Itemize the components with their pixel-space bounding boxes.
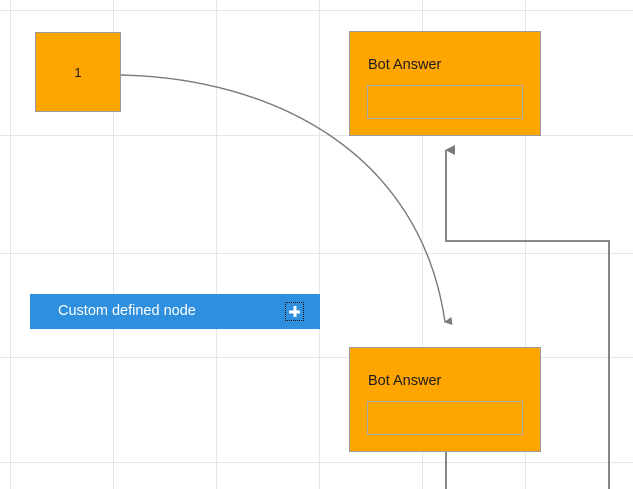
node-bot-answer-bottom[interactable]: Bot Answer bbox=[349, 347, 541, 452]
connector-curved-node1-to-bot-answer-bottom[interactable] bbox=[120, 74, 453, 325]
node-bot-answer-bottom-slot[interactable] bbox=[367, 401, 523, 435]
node-bot-answer-top[interactable]: Bot Answer bbox=[349, 31, 541, 136]
custom-defined-node-label: Custom defined node bbox=[58, 303, 196, 320]
node-1-label: 1 bbox=[74, 64, 82, 80]
node-bot-answer-top-title: Bot Answer bbox=[368, 57, 442, 73]
node-1[interactable]: 1 bbox=[35, 32, 121, 112]
plus-icon[interactable] bbox=[285, 302, 304, 321]
node-bot-answer-top-slot[interactable] bbox=[367, 85, 523, 119]
node-bot-answer-bottom-title: Bot Answer bbox=[368, 373, 442, 389]
connector-orthogonal-bot-answer-bottom-to-top[interactable] bbox=[445, 145, 610, 489]
custom-defined-node-chip[interactable]: Custom defined node bbox=[30, 294, 320, 329]
